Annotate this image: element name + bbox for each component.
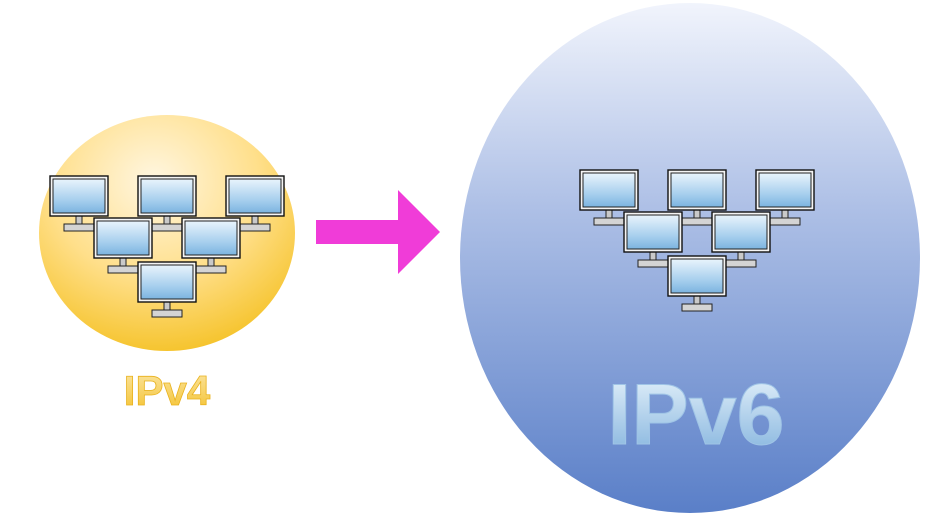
ipv4-group: IPv4 xyxy=(39,115,295,414)
ipv6-label: IPv6 xyxy=(608,367,785,463)
ipv4-circle xyxy=(39,115,295,351)
right-arrow-icon xyxy=(316,190,440,274)
ipv4-label: IPv4 xyxy=(124,367,211,414)
ipv6-group: IPv6 xyxy=(460,3,920,513)
